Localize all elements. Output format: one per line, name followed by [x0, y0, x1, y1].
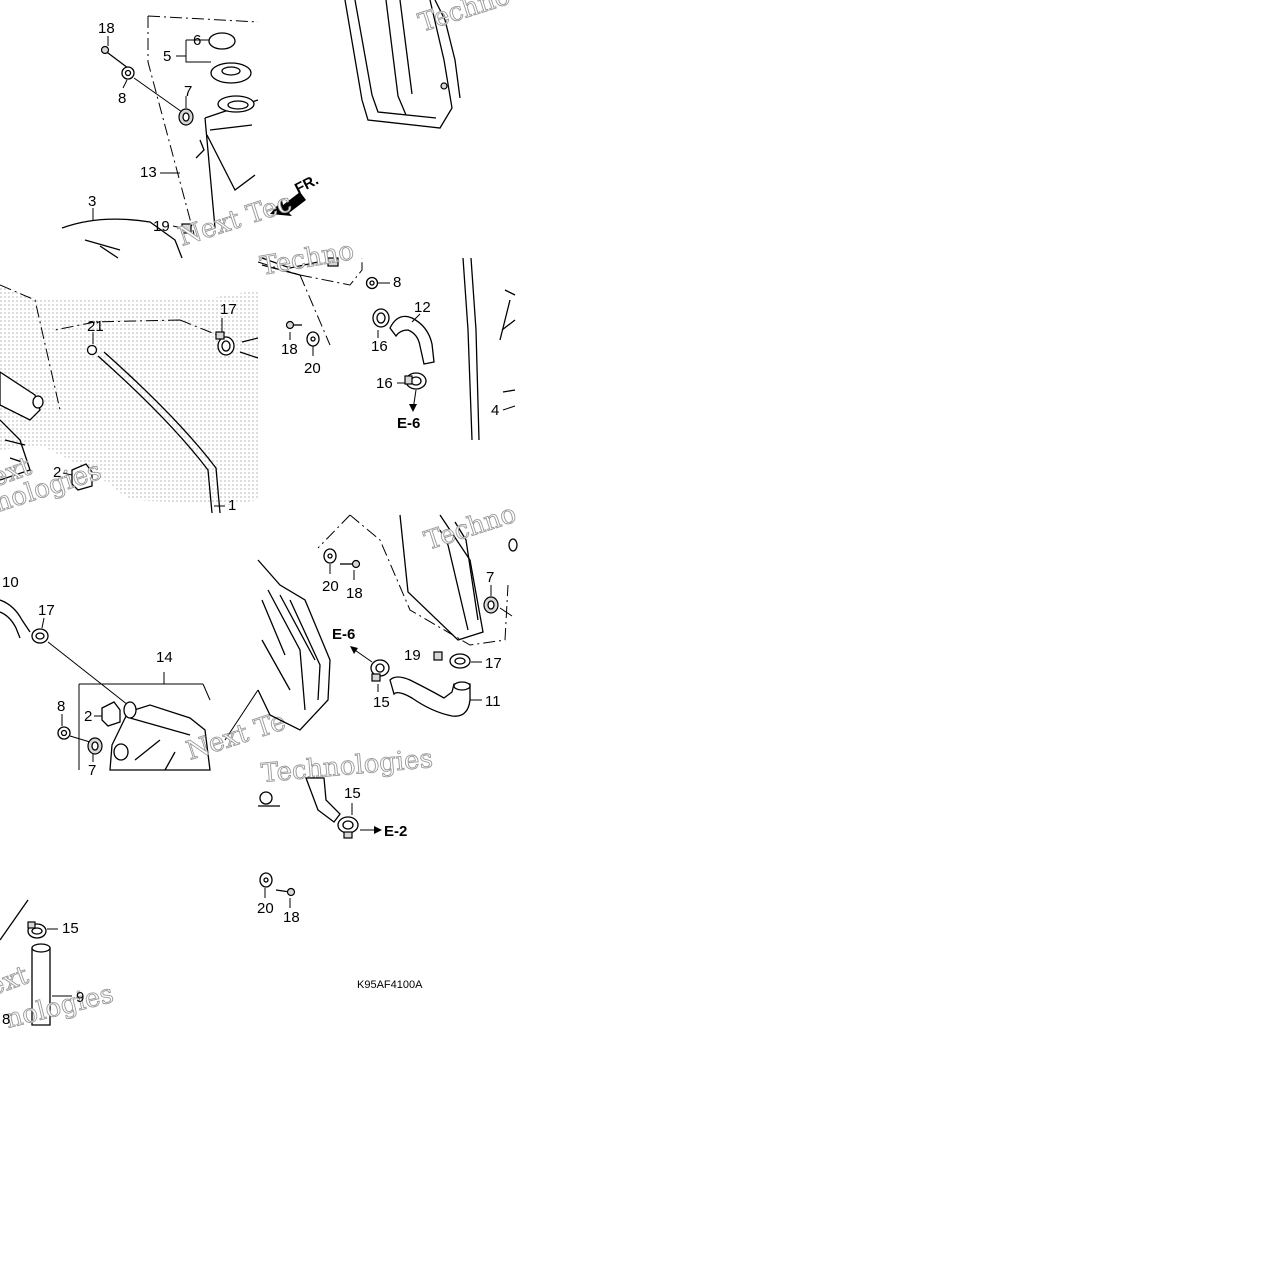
grommet-icon	[178, 108, 194, 126]
callout-8: 8	[393, 274, 401, 291]
o-ring-part	[86, 344, 98, 356]
section-ref[interactable]: E-6	[332, 626, 355, 643]
washer-icon	[365, 276, 379, 290]
callout-15: 15	[344, 785, 361, 802]
callout-7: 7	[184, 83, 192, 100]
section-ref[interactable]: E-2	[384, 823, 407, 840]
tile-radiator-lower: Techno	[257, 498, 520, 731]
callout-2: 2	[84, 708, 92, 725]
grommet-icon	[483, 596, 499, 614]
bolt-icon	[340, 559, 361, 569]
tile-radiator-cap-area: FR. Next Tec 18 8 6 5 7 13 3 19	[61, 15, 321, 259]
hose-clamp-icon	[449, 653, 471, 669]
callout-14: 14	[156, 649, 173, 666]
callout-11: 11	[485, 693, 501, 710]
clip-part	[433, 651, 443, 661]
callout-10: 10	[2, 574, 19, 591]
hose-part	[389, 676, 471, 717]
watermark: ext	[0, 960, 33, 1002]
watermark: Technologies	[260, 744, 434, 789]
callout-18: 18	[98, 20, 115, 37]
callout-19: 19	[404, 647, 421, 664]
callout-2: 2	[53, 464, 61, 481]
drawing-code: K95AF4100A	[357, 979, 423, 991]
callout-20: 20	[304, 360, 321, 377]
tile-shroud-right: Techno	[344, 0, 514, 129]
watermark: Next Tec	[175, 188, 295, 253]
hose-part	[389, 315, 435, 365]
callout-1: 1	[228, 497, 236, 514]
bolt-icon	[275, 887, 296, 897]
callout-21: 21	[87, 318, 104, 335]
callout-17: 17	[485, 655, 502, 672]
callout-15: 15	[62, 920, 79, 937]
washer-icon	[259, 791, 273, 805]
callout-4: 4	[491, 402, 499, 419]
callout-18: 18	[283, 909, 300, 926]
clip-part	[181, 223, 192, 234]
tile-hose-12: Techno	[258, 236, 516, 441]
tile-reserve-tank-left: ext nologies 21 17 2 1	[0, 284, 259, 519]
hose-clamp-icon	[215, 331, 235, 356]
bolt-icon	[100, 45, 129, 69]
callout-7: 7	[486, 569, 494, 586]
callout-17: 17	[220, 301, 237, 318]
watermark: Techno	[421, 499, 520, 557]
callout-15: 15	[373, 694, 390, 711]
cap-seal-part	[208, 32, 236, 50]
callout-16: 16	[376, 375, 393, 392]
callout-6: 6	[193, 32, 201, 49]
callout-8: 8	[118, 90, 126, 107]
tile-hose-9: ext nologies 15 9 8	[0, 899, 117, 1035]
callout-12: 12	[414, 299, 431, 316]
pad-part	[71, 463, 93, 491]
washer-icon	[121, 66, 135, 80]
hose-clamp-icon	[27, 921, 47, 939]
tile-reserve-tank-14: Next Te 10 17 14 8 2 7	[0, 574, 290, 779]
callout-18: 18	[281, 341, 298, 358]
washer-icon	[259, 872, 273, 888]
callout-18: 18	[346, 585, 363, 602]
callout-8: 8	[2, 1011, 10, 1028]
callout-16: 16	[371, 338, 388, 355]
callout-5: 5	[163, 48, 171, 65]
washer-icon	[57, 726, 71, 740]
hose-clamp-icon	[372, 308, 390, 328]
bolt-icon	[285, 320, 302, 330]
washer-icon	[306, 331, 320, 347]
tile-lower-hose: Technologies 15 E-2 20 18 K95AF4100A	[257, 744, 434, 991]
washer-icon	[323, 548, 337, 564]
hose-clamp-icon	[370, 659, 390, 682]
front-direction-arrow-icon	[270, 192, 306, 216]
callout-9: 9	[76, 989, 84, 1006]
watermark: Techno	[415, 0, 514, 39]
callout-8: 8	[57, 698, 65, 715]
direction-label: FR.	[292, 171, 321, 197]
callout-20: 20	[322, 578, 339, 595]
callout-19: 19	[153, 218, 170, 235]
callout-7: 7	[88, 762, 96, 779]
watermark: Techno	[258, 236, 356, 282]
pad-part	[101, 701, 121, 727]
section-ref[interactable]: E-6	[397, 415, 420, 432]
hose-clamp-icon	[31, 628, 49, 644]
hose-clamp-icon	[404, 372, 427, 390]
callout-17: 17	[38, 602, 55, 619]
callout-13: 13	[140, 164, 157, 181]
callout-3: 3	[88, 193, 96, 210]
grommet-icon	[87, 737, 103, 755]
callout-20: 20	[257, 900, 274, 917]
hose-clamp-icon	[337, 816, 359, 839]
